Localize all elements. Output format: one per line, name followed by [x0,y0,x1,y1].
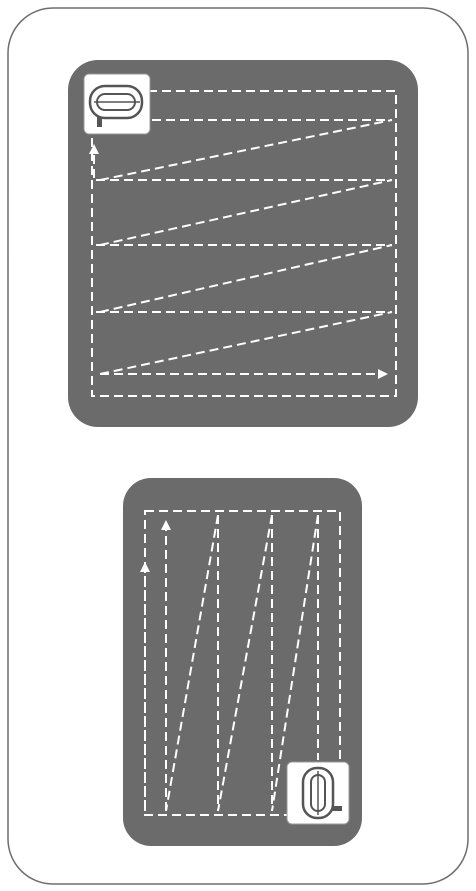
dashed-path-top [89,90,397,397]
return-line [217,514,273,812]
return-line [165,514,219,812]
return-line [99,119,393,181]
robot-vacuum-icon [286,761,350,825]
return-line [99,244,393,313]
return-line [99,179,393,246]
room-area-top [68,60,418,427]
vertical-coverage-panel [123,478,362,846]
dashed-path-bottom [140,510,341,816]
horizontal-coverage-panel [68,60,418,427]
boundary-path-top [91,90,397,397]
room-area-bottom [123,478,362,846]
return-line [99,311,393,375]
return-line [271,514,319,812]
robot-vacuum-icon [83,73,151,135]
